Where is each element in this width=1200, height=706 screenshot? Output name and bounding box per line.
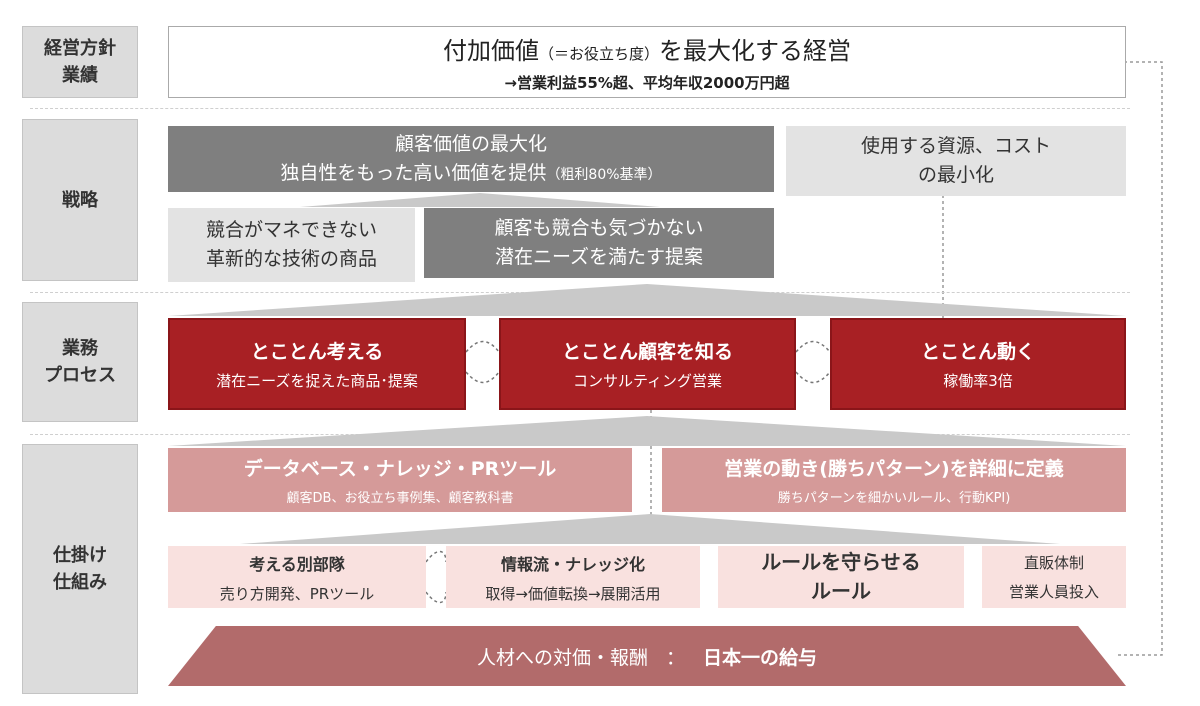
separator-1 [30, 108, 1130, 109]
squad-sub: 売り方開発、PRツール [219, 584, 375, 603]
policy-box: 付加価値（＝お役立ち度）を最大化する経営 →営業利益55%超、平均年収2000万… [168, 26, 1126, 98]
database-title: データベース・ナレッジ・PRツール [243, 458, 557, 480]
squad-title: 考える別部隊 [249, 554, 345, 574]
side-label-process-line1: 業務 [62, 338, 98, 359]
mechanism-direct-sales-box: 直販体制 営業人員投入 [982, 546, 1126, 608]
sales-pattern-sub: 勝ちパターンを細かいルール、行動KPI) [777, 491, 1011, 506]
minimize-cost-line2: の最小化 [917, 164, 994, 186]
process-act-title: とことん動く [920, 341, 1035, 363]
policy-title: 付加価値（＝お役立ち度）を最大化する経営 [443, 31, 851, 66]
side-label-policy-line1: 経営方針 [44, 38, 116, 59]
rules-line2: ルール [811, 579, 871, 603]
base-compensation-bar: 人材への対価・報酬 ： 日本一の給与 [168, 626, 1126, 686]
policy-subtitle: →営業利益55%超、平均年収2000万円超 [504, 74, 790, 92]
tech-line2: 革新的な技術の商品 [205, 248, 377, 270]
process-act-box: とことん動く 稼働率3倍 [830, 318, 1126, 410]
mechanism-sales-pattern-box: 営業の動き(勝ちパターン)を詳細に定義 勝ちパターンを細かいルール、行動KPI) [662, 448, 1126, 512]
direct-sales-line2: 営業人員投入 [1008, 583, 1099, 601]
mechanism-squad-box: 考える別部隊 売り方開発、PRツール [168, 546, 426, 608]
needs-line1: 顧客も競合も気づかない [494, 216, 704, 239]
base-left-text: 人材への対価・報酬 [476, 646, 648, 669]
base-right-text: 日本一の給与 [703, 646, 818, 669]
info-flow-title: 情報流・ナレッジ化 [500, 554, 645, 574]
side-label-mechanism-line1: 仕掛け [53, 545, 107, 566]
strategy-minimize-cost-box: 使用する資源、コスト の最小化 [786, 126, 1126, 196]
base-text: 人材への対価・報酬 ： 日本一の給与 [477, 643, 817, 670]
loop-squad-info [425, 550, 447, 604]
maximize-value-line1: 顧客価値の最大化 [394, 132, 547, 155]
minimize-cost-line1: 使用する資源、コスト [860, 134, 1051, 157]
database-sub: 顧客DB、お役立ち事例集、顧客教科書 [286, 491, 514, 506]
direct-sales-line1: 直販体制 [1023, 554, 1084, 572]
needs-line2: 潜在ニーズを満たす提案 [494, 246, 704, 268]
sales-pattern-title: 営業の動き(勝ちパターン)を詳細に定義 [724, 458, 1064, 480]
maximize-value-line2: 独自性をもった高い価値を提供（粗利80%基準） [280, 159, 661, 188]
process-act-sub: 稼働率3倍 [943, 372, 1013, 390]
loop-think-know [465, 340, 500, 384]
loop-know-act [795, 340, 831, 384]
process-think-title: とことん考える [250, 341, 384, 363]
process-know-sub: コンサルティング営業 [572, 372, 723, 390]
policy-title-paren: （＝お役立ち度） [538, 45, 659, 63]
side-label-mechanism-line2: 仕組み [53, 572, 107, 593]
side-label-mechanism: 仕掛け 仕組み [22, 444, 138, 694]
mechanism-inner-wedge [240, 514, 1060, 544]
strategy-needs-box: 顧客も競合も気づかない 潜在ニーズを満たす提案 [424, 208, 774, 278]
process-wedge [168, 284, 1126, 316]
strategy-maximize-value-box: 顧客価値の最大化 独自性をもった高い価値を提供（粗利80%基準） [168, 126, 774, 192]
process-think-sub: 潜在ニーズを捉えた商品･提案 [216, 372, 418, 390]
side-label-policy-line2: 業績 [62, 65, 98, 86]
mechanism-info-flow-box: 情報流・ナレッジ化 取得→価値転換→展開活用 [446, 546, 700, 608]
tech-line1: 競合がマネできない [205, 218, 377, 241]
policy-title-rest: を最大化する経営 [659, 37, 851, 65]
side-label-process-line2: プロセス [44, 365, 116, 386]
side-label-process: 業務 プロセス [22, 302, 138, 422]
mechanism-rules-box: ルールを守らせる ルール [718, 546, 964, 608]
process-think-box: とことん考える 潜在ニーズを捉えた商品･提案 [168, 318, 466, 410]
rules-line1: ルールを守らせる [761, 550, 921, 574]
maximize-value-line2-paren: （粗利80%基準） [546, 167, 662, 183]
side-label-strategy: 戦略 [22, 119, 138, 281]
side-label-strategy-line1: 戦略 [62, 189, 98, 211]
strategy-wedge [300, 193, 660, 207]
process-know-title: とことん顧客を知る [561, 341, 733, 363]
mechanism-database-box: データベース・ナレッジ・PRツール 顧客DB、お役立ち事例集、顧客教科書 [168, 448, 632, 512]
policy-title-main: 付加価値 [442, 37, 539, 65]
maximize-value-line2-main: 独自性をもった高い価値を提供 [280, 162, 547, 184]
process-know-box: とことん顧客を知る コンサルティング営業 [499, 318, 796, 410]
base-colon: ： [665, 646, 685, 669]
strategy-tech-box: 競合がマネできない 革新的な技術の商品 [168, 208, 415, 282]
info-flow-sub: 取得→価値転換→展開活用 [485, 584, 661, 603]
side-label-policy: 経営方針 業績 [22, 26, 138, 98]
mechanism-wedge [168, 416, 1126, 446]
